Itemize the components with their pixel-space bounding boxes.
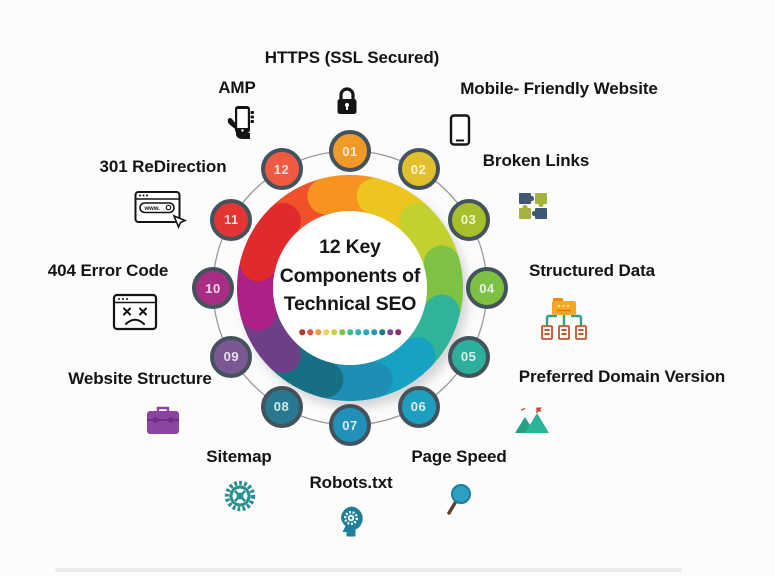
label-robots-txt: Robots.txt <box>309 473 393 492</box>
color-dot <box>387 329 393 335</box>
color-dots <box>299 329 401 335</box>
label-mobile-friendly: Mobile- Friendly Website <box>460 79 658 98</box>
color-dot <box>355 329 361 335</box>
label-page-speed: Page Speed <box>411 447 507 466</box>
color-dot <box>379 329 385 335</box>
label-amp: AMP <box>218 78 256 97</box>
ring-badge-02: 02 <box>397 148 440 191</box>
ring-badge-09: 09 <box>210 335 253 378</box>
ring-badge-11: 11 <box>210 198 253 241</box>
label-preferred-domain: Preferred Domain Version <box>518 367 726 386</box>
color-dot <box>363 329 369 335</box>
error-window-icon <box>112 292 158 332</box>
sitemap-gear-icon <box>223 479 257 513</box>
label-404-error: 404 Error Code <box>47 261 169 280</box>
color-dot <box>371 329 377 335</box>
color-dot <box>307 329 313 335</box>
browser-url-text: www. <box>144 206 161 212</box>
title-line-2: Components of <box>279 264 421 287</box>
chart-title: 12 Key Components of Technical SEO <box>279 233 421 319</box>
magnifier-icon <box>445 483 473 517</box>
label-sitemap: Sitemap <box>206 447 272 466</box>
smartphone-icon <box>449 114 471 146</box>
color-dot <box>323 329 329 335</box>
mountain-flag-icon <box>513 405 551 435</box>
ring-segment-11 <box>240 202 301 282</box>
ring-badge-07: 07 <box>329 404 371 446</box>
color-dot <box>339 329 345 335</box>
label-broken-links: Broken Links <box>482 151 590 170</box>
ring-badge-05: 05 <box>447 335 490 378</box>
title-line-1: 12 Key <box>319 236 381 258</box>
ring-badge-08: 08 <box>260 385 303 428</box>
color-dot <box>299 329 305 335</box>
ring-badge-03: 03 <box>447 198 490 241</box>
color-dot <box>331 329 337 335</box>
broken-puzzle-icon <box>516 190 550 222</box>
ring-badge-06: 06 <box>397 385 440 428</box>
color-dot <box>315 329 321 335</box>
bottom-divider <box>55 568 682 572</box>
label-301-redirection: 301 ReDirection <box>99 157 227 176</box>
robots-head-gear-icon <box>334 504 366 542</box>
label-website-structure: Website Structure <box>68 369 212 388</box>
browser-redirect-icon: www. <box>134 188 188 234</box>
center-disc <box>273 211 427 365</box>
ring-segments <box>237 175 463 401</box>
label-structured-data: Structured Data <box>528 261 656 280</box>
hand-holding-phone-icon <box>223 104 257 142</box>
briefcase-icon <box>145 405 181 437</box>
ring-badge-01: 01 <box>329 130 371 172</box>
ring-badge-10: 10 <box>192 267 234 309</box>
color-dot <box>395 329 401 335</box>
ring-badge-12: 12 <box>260 148 303 191</box>
title-line-3: Technical SEO <box>283 293 417 315</box>
lock-icon <box>333 86 361 118</box>
structured-data-icon <box>537 292 591 346</box>
color-dot <box>347 329 353 335</box>
label-https: HTTPS (SSL Secured) <box>264 48 440 67</box>
ring-badge-04: 04 <box>466 267 508 309</box>
